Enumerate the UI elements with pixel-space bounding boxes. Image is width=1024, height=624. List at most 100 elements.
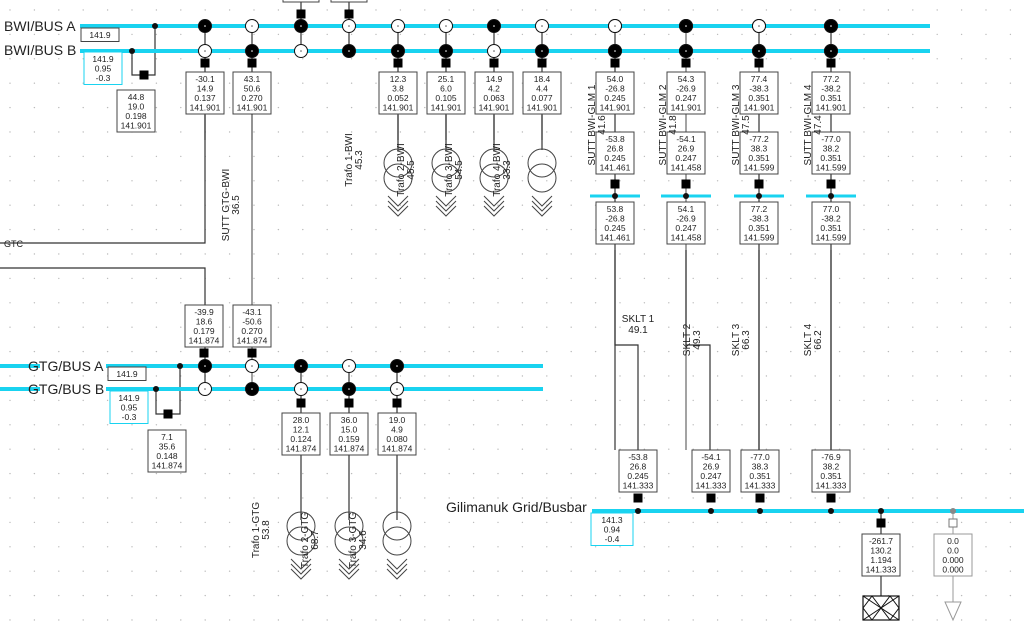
feeder-breaker[interactable] xyxy=(247,58,257,68)
bus-result-gilimanuk[interactable]: 141.30.94-0.4 xyxy=(590,512,634,546)
sutt-sending-breaker[interactable] xyxy=(610,58,620,68)
sutt-receiving-breaker[interactable] xyxy=(610,179,620,189)
closed-switch-icon[interactable] xyxy=(824,44,838,58)
bus-a-switch[interactable] xyxy=(439,19,453,33)
sklt-end-breaker[interactable] xyxy=(755,493,765,503)
feeder-breaker[interactable] xyxy=(489,58,499,68)
open-switch-icon[interactable] xyxy=(752,19,766,33)
open-switch-icon[interactable] xyxy=(608,19,622,33)
sklt-end-breaker[interactable] xyxy=(633,493,643,503)
load-triangle-icon[interactable] xyxy=(944,601,962,622)
gtg-feeder-breaker[interactable] xyxy=(344,398,354,408)
feeder-breaker[interactable] xyxy=(537,58,547,68)
bus-b-switch[interactable] xyxy=(391,44,405,58)
closed-switch-icon[interactable] xyxy=(679,44,693,58)
bus-b-switch[interactable] xyxy=(439,44,453,58)
gtg-feeder-breaker[interactable] xyxy=(392,398,402,408)
sutt-receiving-breaker[interactable] xyxy=(681,179,691,189)
upper-feeder-breaker[interactable] xyxy=(296,9,306,19)
upper-feeder-breaker[interactable] xyxy=(344,9,354,19)
sutt-sending-breaker[interactable] xyxy=(681,58,691,68)
incomer-breaker[interactable] xyxy=(247,348,257,358)
transformer-bwi-2[interactable] xyxy=(431,148,461,217)
closed-switch-icon[interactable] xyxy=(245,382,259,396)
load-breaker-open[interactable] xyxy=(948,518,958,528)
upper-feeder-result[interactable] xyxy=(330,0,368,3)
bus-result-gtg-b[interactable]: 141.90.95-0.3 xyxy=(109,390,149,424)
bus-a-switch[interactable] xyxy=(245,19,259,33)
sutt-sending-breaker[interactable] xyxy=(826,58,836,68)
incomer-breaker[interactable] xyxy=(199,348,209,358)
feeder-breaker[interactable] xyxy=(441,58,451,68)
gtg-feeder-breaker[interactable] xyxy=(296,398,306,408)
closed-switch-icon[interactable] xyxy=(752,44,766,58)
sutt-sending-breaker[interactable] xyxy=(754,58,764,68)
bus-b-switch[interactable] xyxy=(487,44,501,58)
transformer-gtg-1[interactable] xyxy=(286,511,316,580)
gtg-coupler-breaker[interactable] xyxy=(163,409,173,419)
upper-feeder-result[interactable] xyxy=(282,0,320,3)
bus-result-bwi-b[interactable]: 141.90.95-0.3 xyxy=(83,51,123,85)
external-grid-breaker[interactable] xyxy=(876,518,886,528)
bus-b-switch[interactable] xyxy=(342,382,356,396)
bus-a-switch[interactable] xyxy=(342,359,356,373)
bus-a-switch[interactable] xyxy=(294,359,308,373)
sklt-end-breaker[interactable] xyxy=(706,493,716,503)
sutt-receiving-breaker[interactable] xyxy=(754,179,764,189)
bus-a-switch[interactable] xyxy=(198,19,212,33)
bus-result-gtg-a[interactable]: 141.9 xyxy=(107,366,147,381)
sutt-receiving-breaker[interactable] xyxy=(826,179,836,189)
bus-b-switch[interactable] xyxy=(245,44,259,58)
feeder-breaker[interactable] xyxy=(393,58,403,68)
bus-b-switch[interactable] xyxy=(294,382,308,396)
bus-b-switch[interactable] xyxy=(342,44,356,58)
closed-switch-icon[interactable] xyxy=(198,359,212,373)
open-switch-icon[interactable] xyxy=(198,382,212,396)
transformer-gtg-2[interactable] xyxy=(334,511,364,580)
bus-b-switch[interactable] xyxy=(294,44,308,58)
transformer-bwi-3[interactable] xyxy=(479,148,509,217)
transformer-bwi-1[interactable] xyxy=(383,148,413,217)
open-switch-icon[interactable] xyxy=(245,359,259,373)
closed-switch-icon[interactable] xyxy=(824,19,838,33)
external-grid-icon[interactable] xyxy=(862,595,900,621)
bus-result-bwi-a[interactable]: 141.9 xyxy=(80,27,120,42)
closed-switch-icon[interactable] xyxy=(679,19,693,33)
bus-b-switch[interactable] xyxy=(390,382,404,396)
bus-a-switch[interactable] xyxy=(487,19,501,33)
bus-b-switch[interactable] xyxy=(198,44,212,58)
bus-b-switch[interactable] xyxy=(535,44,549,58)
transformer-bwi-4[interactable] xyxy=(527,148,557,217)
bus-a-switch[interactable] xyxy=(391,19,405,33)
bus-a-switch[interactable] xyxy=(535,19,549,33)
bus-a-switch[interactable] xyxy=(294,19,308,33)
bus-a-switch[interactable] xyxy=(390,359,404,373)
